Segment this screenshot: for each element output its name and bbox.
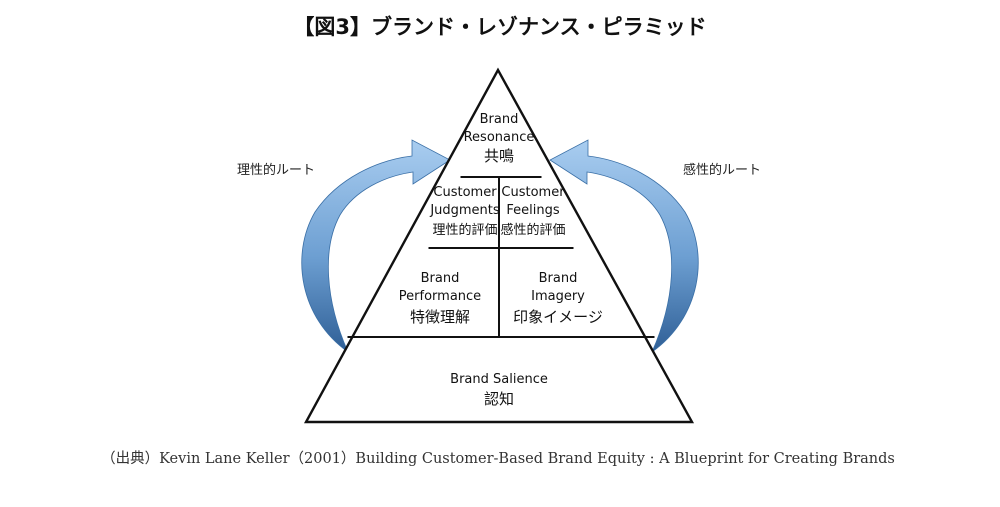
- judgments-label-jp: 理性的評価: [432, 222, 497, 238]
- resonance-label-2: Resonance: [464, 130, 535, 145]
- feelings-label-2: Feelings: [506, 203, 559, 218]
- feelings-label-1: Customer: [501, 185, 565, 200]
- level-brand-imagery: Brand Imagery 印象イメージ: [513, 271, 603, 326]
- feelings-label-jp: 感性的評価: [500, 222, 565, 238]
- imagery-label-1: Brand: [539, 271, 578, 286]
- judgments-label-1: Customer: [433, 185, 497, 200]
- level-customer-feelings: Customer Feelings 感性的評価: [500, 185, 565, 238]
- imagery-label-2: Imagery: [531, 289, 585, 304]
- performance-label-2: Performance: [399, 289, 481, 304]
- resonance-label-jp: 共鳴: [484, 147, 514, 165]
- salience-label-1: Brand Salience: [450, 372, 548, 387]
- level-brand-resonance: Brand Resonance 共鳴: [464, 112, 535, 165]
- level-customer-judgments: Customer Judgments 理性的評価: [429, 185, 500, 238]
- imagery-label-jp: 印象イメージ: [513, 308, 603, 326]
- emotional-route-label: 感性的ルート: [683, 162, 761, 178]
- judgments-label-2: Judgments: [429, 203, 500, 218]
- figure-title: 【図3】ブランド・レゾナンス・ピラミッド: [293, 15, 706, 39]
- rational-route-label: 理性的ルート: [237, 162, 315, 178]
- level-brand-salience: Brand Salience 認知: [450, 372, 548, 408]
- performance-label-1: Brand: [421, 271, 460, 286]
- source-citation: （出典）Kevin Lane Keller（2001）Building Cust…: [101, 450, 895, 467]
- emotional-route-arrow-icon: [549, 139, 699, 354]
- rational-route-arrow-icon: [301, 139, 451, 354]
- resonance-label-1: Brand: [480, 112, 519, 127]
- salience-label-jp: 認知: [484, 390, 514, 408]
- performance-label-jp: 特徴理解: [410, 308, 470, 326]
- level-brand-performance: Brand Performance 特徴理解: [399, 271, 481, 326]
